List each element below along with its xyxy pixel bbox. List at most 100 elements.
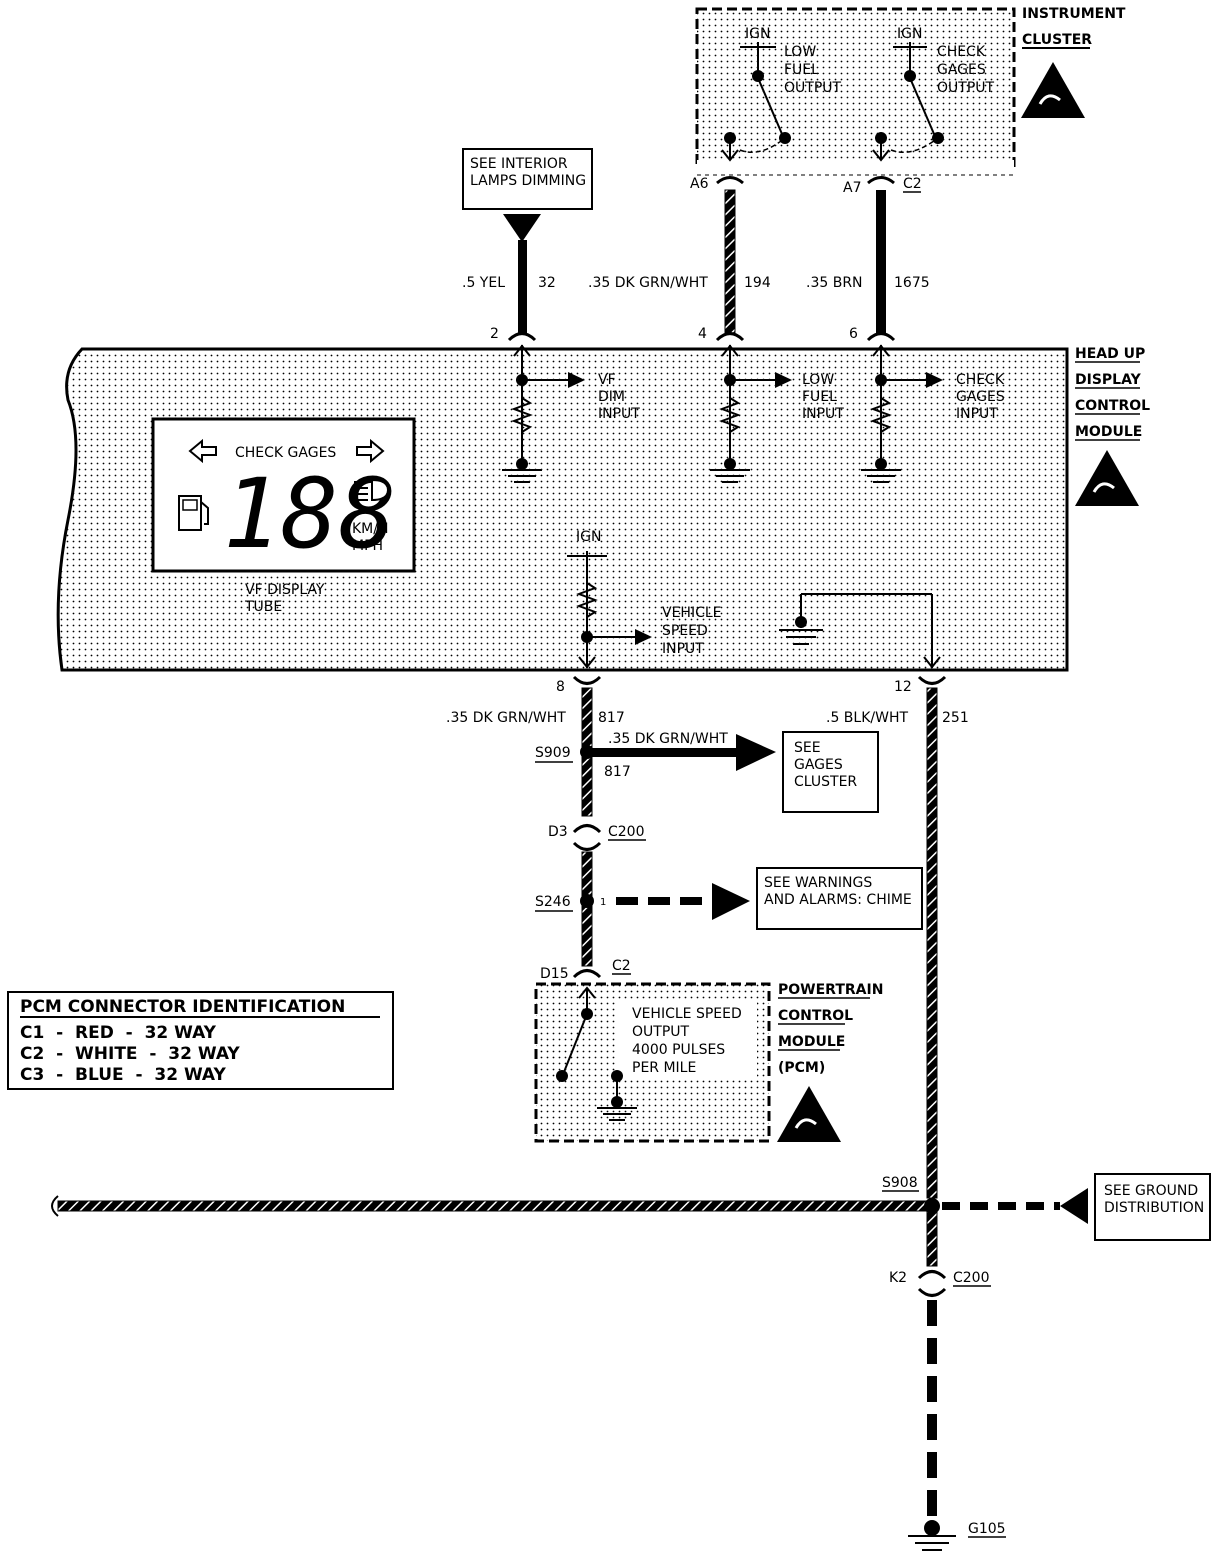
vf-display-caption-2: TUBE bbox=[244, 599, 282, 615]
low-fuel-switch-pivot bbox=[752, 70, 764, 82]
instrument-cluster: INSTRUMENT CLUSTER IGN IGN LOW FUEL OUTP… bbox=[695, 6, 1126, 176]
right-turn-arrow-icon bbox=[356, 438, 385, 464]
hud-check-gages-line3: INPUT bbox=[956, 406, 998, 422]
cluster-title-line1: INSTRUMENT bbox=[1022, 6, 1126, 22]
gages-ref-line1: SEE bbox=[794, 740, 821, 756]
pcm-title-line1: POWERTRAIN bbox=[778, 982, 883, 998]
wire-251-circuit: 251 bbox=[942, 710, 969, 726]
branch-wire-label: .35 DK GRN/WHT bbox=[608, 731, 728, 747]
interior-lamps-reference: SEE INTERIOR LAMPS DIMMING bbox=[462, 148, 593, 242]
pcm-title-line3: MODULE bbox=[778, 1034, 845, 1050]
splice-s246 bbox=[580, 894, 594, 908]
hud-low-fuel-line2: FUEL bbox=[802, 389, 837, 405]
pcm-id-row-c2: C2 - WHITE - 32 WAY bbox=[20, 1044, 240, 1064]
vf-display-tube: CHECK GAGES 188 KM/H MPH bbox=[151, 417, 416, 573]
hud-low-fuel-line1: LOW bbox=[802, 372, 834, 388]
cluster-low-fuel-1: LOW bbox=[784, 44, 816, 60]
hud-pin-2: 2 bbox=[490, 326, 499, 342]
ground-g105-label: G105 bbox=[968, 1521, 1006, 1537]
wire-yel-label: .5 YEL bbox=[462, 275, 505, 291]
gages-ref-line2: GAGES bbox=[794, 757, 843, 773]
wire-dkgrn-label: .35 DK GRN/WHT bbox=[588, 275, 708, 291]
hud-pin-8: 8 bbox=[556, 679, 565, 695]
headlamp-icon bbox=[354, 478, 390, 502]
splice-s908-label: S908 bbox=[882, 1175, 918, 1191]
wire-yel-32 bbox=[518, 240, 527, 334]
splice-s909-label: S909 bbox=[535, 745, 571, 761]
connector-c2-top: C2 bbox=[903, 176, 922, 192]
hud-module: HEAD UP DISPLAY CONTROL MODULE 2 4 6 VF … bbox=[56, 326, 1150, 672]
warnings-ref-line2: AND ALARMS: CHIME bbox=[764, 892, 912, 908]
splice-s246-label: S246 bbox=[535, 894, 571, 910]
cluster-check-gages-1: CHECK bbox=[937, 44, 986, 60]
wire-817-label: .35 DK GRN/WHT bbox=[446, 710, 566, 726]
esd-warning-icon bbox=[1021, 62, 1085, 118]
connector-c200-lower: C200 bbox=[953, 1270, 990, 1286]
cluster-ign-right: IGN bbox=[897, 26, 922, 42]
vehicle-speed-line2: SPEED bbox=[662, 623, 708, 639]
hud-ign: IGN bbox=[576, 529, 601, 545]
pcm-id-row-c1: C1 - RED - 32 WAY bbox=[20, 1023, 217, 1043]
ground-bus-wire bbox=[57, 1200, 927, 1212]
esd-warning-icon bbox=[1075, 450, 1139, 506]
wire-brn-circuit: 1675 bbox=[894, 275, 930, 291]
hud-check-gages-line1: CHECK bbox=[956, 372, 1005, 388]
pcm-module: VEHICLE SPEED OUTPUT 4000 PULSES PER MIL… bbox=[534, 982, 883, 1143]
display-check-gages: CHECK GAGES bbox=[235, 445, 336, 461]
pcm-output-line4: PER MILE bbox=[632, 1060, 696, 1076]
fuel-pump-icon bbox=[178, 495, 209, 531]
branch-arrow-icon bbox=[736, 734, 776, 771]
pcm-output-line3: 4000 PULSES bbox=[632, 1042, 725, 1058]
splice-s909 bbox=[580, 745, 594, 759]
connector-c2: C2 bbox=[612, 958, 631, 974]
reference-arrow-icon bbox=[503, 214, 541, 242]
vehicle-speed-line1: VEHICLE bbox=[662, 605, 722, 621]
check-gages-switch-pivot bbox=[904, 70, 916, 82]
pcm-id-row-c3: C3 - BLUE - 32 WAY bbox=[20, 1065, 226, 1085]
left-turn-arrow-icon bbox=[188, 438, 217, 464]
wire-dkgrn-817-lower bbox=[581, 851, 593, 967]
wire-blk-251 bbox=[926, 687, 938, 1199]
pcm-id-title: PCM CONNECTOR IDENTIFICATION bbox=[20, 997, 345, 1017]
interior-lamps-line1: SEE INTERIOR bbox=[470, 156, 568, 172]
wire-dkgrn-194 bbox=[724, 189, 736, 335]
ground-g105 bbox=[924, 1520, 940, 1536]
display-mph: MPH bbox=[352, 538, 383, 554]
vehicle-speed-line3: INPUT bbox=[662, 641, 704, 657]
pcm-output-line2: OUTPUT bbox=[632, 1024, 690, 1040]
connector-d15: D15 bbox=[540, 966, 569, 982]
pin-a7: A7 bbox=[843, 180, 861, 196]
vf-dim-line2: DIM bbox=[598, 389, 625, 405]
gages-ref-line3: CLUSTER bbox=[794, 774, 857, 790]
connector-c200: C200 bbox=[608, 824, 645, 840]
ground-distribution-reference: SEE GROUND DISTRIBUTION bbox=[1094, 1173, 1211, 1241]
cluster-check-gages-3: OUTPUT bbox=[937, 80, 995, 96]
splice-s246-pin: 1 bbox=[600, 897, 606, 908]
hud-title-line2: DISPLAY bbox=[1075, 372, 1142, 388]
wire-brn-label: .35 BRN bbox=[806, 275, 863, 291]
warnings-reference: SEE WARNINGS AND ALARMS: CHIME bbox=[756, 867, 923, 930]
wire-brn-1675 bbox=[876, 190, 886, 334]
wire-817-circuit: 817 bbox=[598, 710, 625, 726]
hud-pin-4: 4 bbox=[698, 326, 707, 342]
wire-251-label: .5 BLK/WHT bbox=[826, 710, 908, 726]
vf-dim-line1: VF bbox=[598, 372, 616, 388]
interior-lamps-line2: LAMPS DIMMING bbox=[470, 173, 586, 189]
hud-pin-12: 12 bbox=[894, 679, 912, 695]
pin-a6: A6 bbox=[690, 176, 709, 192]
cluster-low-fuel-3: OUTPUT bbox=[784, 80, 842, 96]
ground-distribution-arrow-icon bbox=[1060, 1188, 1088, 1224]
hud-low-fuel-line3: INPUT bbox=[802, 406, 844, 422]
cluster-ign-left: IGN bbox=[745, 26, 770, 42]
connector-d3: D3 bbox=[548, 824, 568, 840]
cluster-check-gages-2: GAGES bbox=[937, 62, 986, 78]
cluster-title-line2: CLUSTER bbox=[1022, 32, 1092, 48]
wire-dkgrn-circuit: 194 bbox=[744, 275, 771, 291]
ground-ref-line1: SEE GROUND bbox=[1104, 1183, 1198, 1199]
splice-s908 bbox=[924, 1198, 940, 1214]
cluster-low-fuel-2: FUEL bbox=[784, 62, 819, 78]
display-kmh: KM/H bbox=[352, 521, 389, 537]
gages-cluster-reference: SEE GAGES CLUSTER bbox=[782, 731, 879, 813]
pcm-connector-id-table: PCM CONNECTOR IDENTIFICATION C1 - RED - … bbox=[7, 991, 394, 1090]
